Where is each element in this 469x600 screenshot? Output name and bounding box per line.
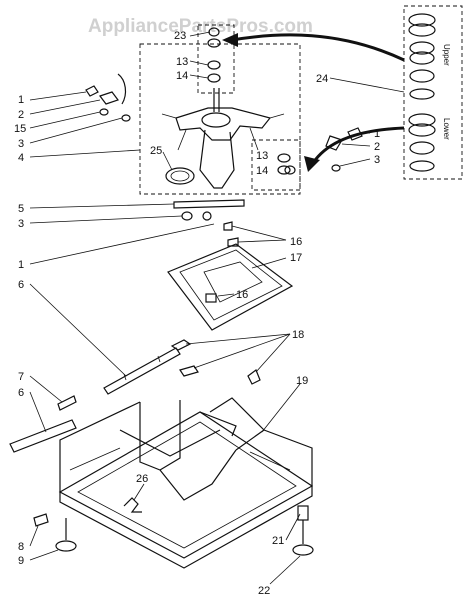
lower-bearing-14a: [277, 165, 291, 175]
callout-15: 15: [14, 123, 26, 135]
callout-8: 8: [18, 541, 24, 553]
bearing-inset: Upper Lower: [403, 5, 463, 180]
lower-bearing-icon: [408, 113, 436, 172]
callout-13-lower: 13: [256, 150, 268, 162]
upper-bearing-icon: [408, 13, 436, 100]
left-foot: [33, 513, 77, 552]
upper-arrowhead: [222, 33, 238, 47]
base-frame: [58, 397, 314, 569]
callout-2-right: 2: [374, 141, 380, 153]
transmission-spider: [161, 88, 285, 189]
lower-arrowhead: [304, 156, 320, 172]
callout-numbers: 23 13 14 24 1 2 15 3 4 25 13 14 1 2 3 5 …: [14, 30, 380, 597]
pad-18c: [247, 369, 261, 385]
watermark-text: AppliancePartsPros.com: [88, 16, 313, 37]
drive-frame: [167, 243, 294, 331]
callout-1-lower: 1: [18, 259, 24, 271]
upper-label: Upper: [442, 44, 451, 66]
pad-18b: [179, 365, 199, 377]
leader-lines: [29, 31, 405, 585]
callout-21: 21: [272, 535, 284, 547]
lower-arrow: [311, 126, 405, 164]
seal-ring: [165, 167, 195, 185]
drive-bar: [173, 199, 245, 209]
callout-2: 2: [18, 109, 24, 121]
callout-18: 18: [292, 329, 304, 341]
upper-arrow: [231, 33, 405, 62]
callout-17: 17: [290, 252, 302, 264]
clip-26: [123, 497, 142, 513]
lower-bearing-box: [251, 139, 301, 191]
callout-14-lower: 14: [256, 165, 268, 177]
callout-23: 23: [174, 30, 186, 42]
callout-16-frame: 16: [236, 289, 248, 301]
pad-18a: [170, 339, 192, 351]
callout-19: 19: [296, 375, 308, 387]
bushing-3c: [181, 211, 193, 221]
lower-bearing-14b: [284, 165, 296, 175]
callout-26: 26: [136, 473, 148, 485]
callout-13: 13: [176, 56, 188, 68]
callout-6: 6: [18, 279, 24, 291]
callout-14: 14: [176, 70, 188, 82]
right-bracket-parts: [325, 127, 363, 172]
callout-3-mid: 3: [18, 218, 24, 230]
right-foot: [292, 505, 314, 556]
lower-bearing-13: [277, 153, 291, 163]
callout-7: 7: [18, 371, 24, 383]
callout-4: 4: [18, 152, 24, 164]
callout-9: 9: [18, 555, 24, 567]
lower-label: Lower: [442, 118, 451, 140]
callout-6-lower: 6: [18, 387, 24, 399]
callout-16: 16: [290, 236, 302, 248]
upper-bearing-box: [197, 24, 235, 94]
left-bracket-parts: [85, 73, 131, 122]
callout-24: 24: [316, 73, 328, 85]
brace-6a: [103, 347, 181, 395]
brace-6b: [9, 419, 77, 453]
clip-16-top: [223, 221, 233, 231]
callout-3-right: 3: [374, 154, 380, 166]
callout-5: 5: [18, 203, 24, 215]
callout-25: 25: [150, 145, 162, 157]
callout-3: 3: [18, 138, 24, 150]
callout-22: 22: [258, 585, 270, 597]
clip-7: [57, 395, 77, 411]
callout-1: 1: [18, 94, 24, 106]
callout-1-right: 1: [374, 128, 380, 140]
